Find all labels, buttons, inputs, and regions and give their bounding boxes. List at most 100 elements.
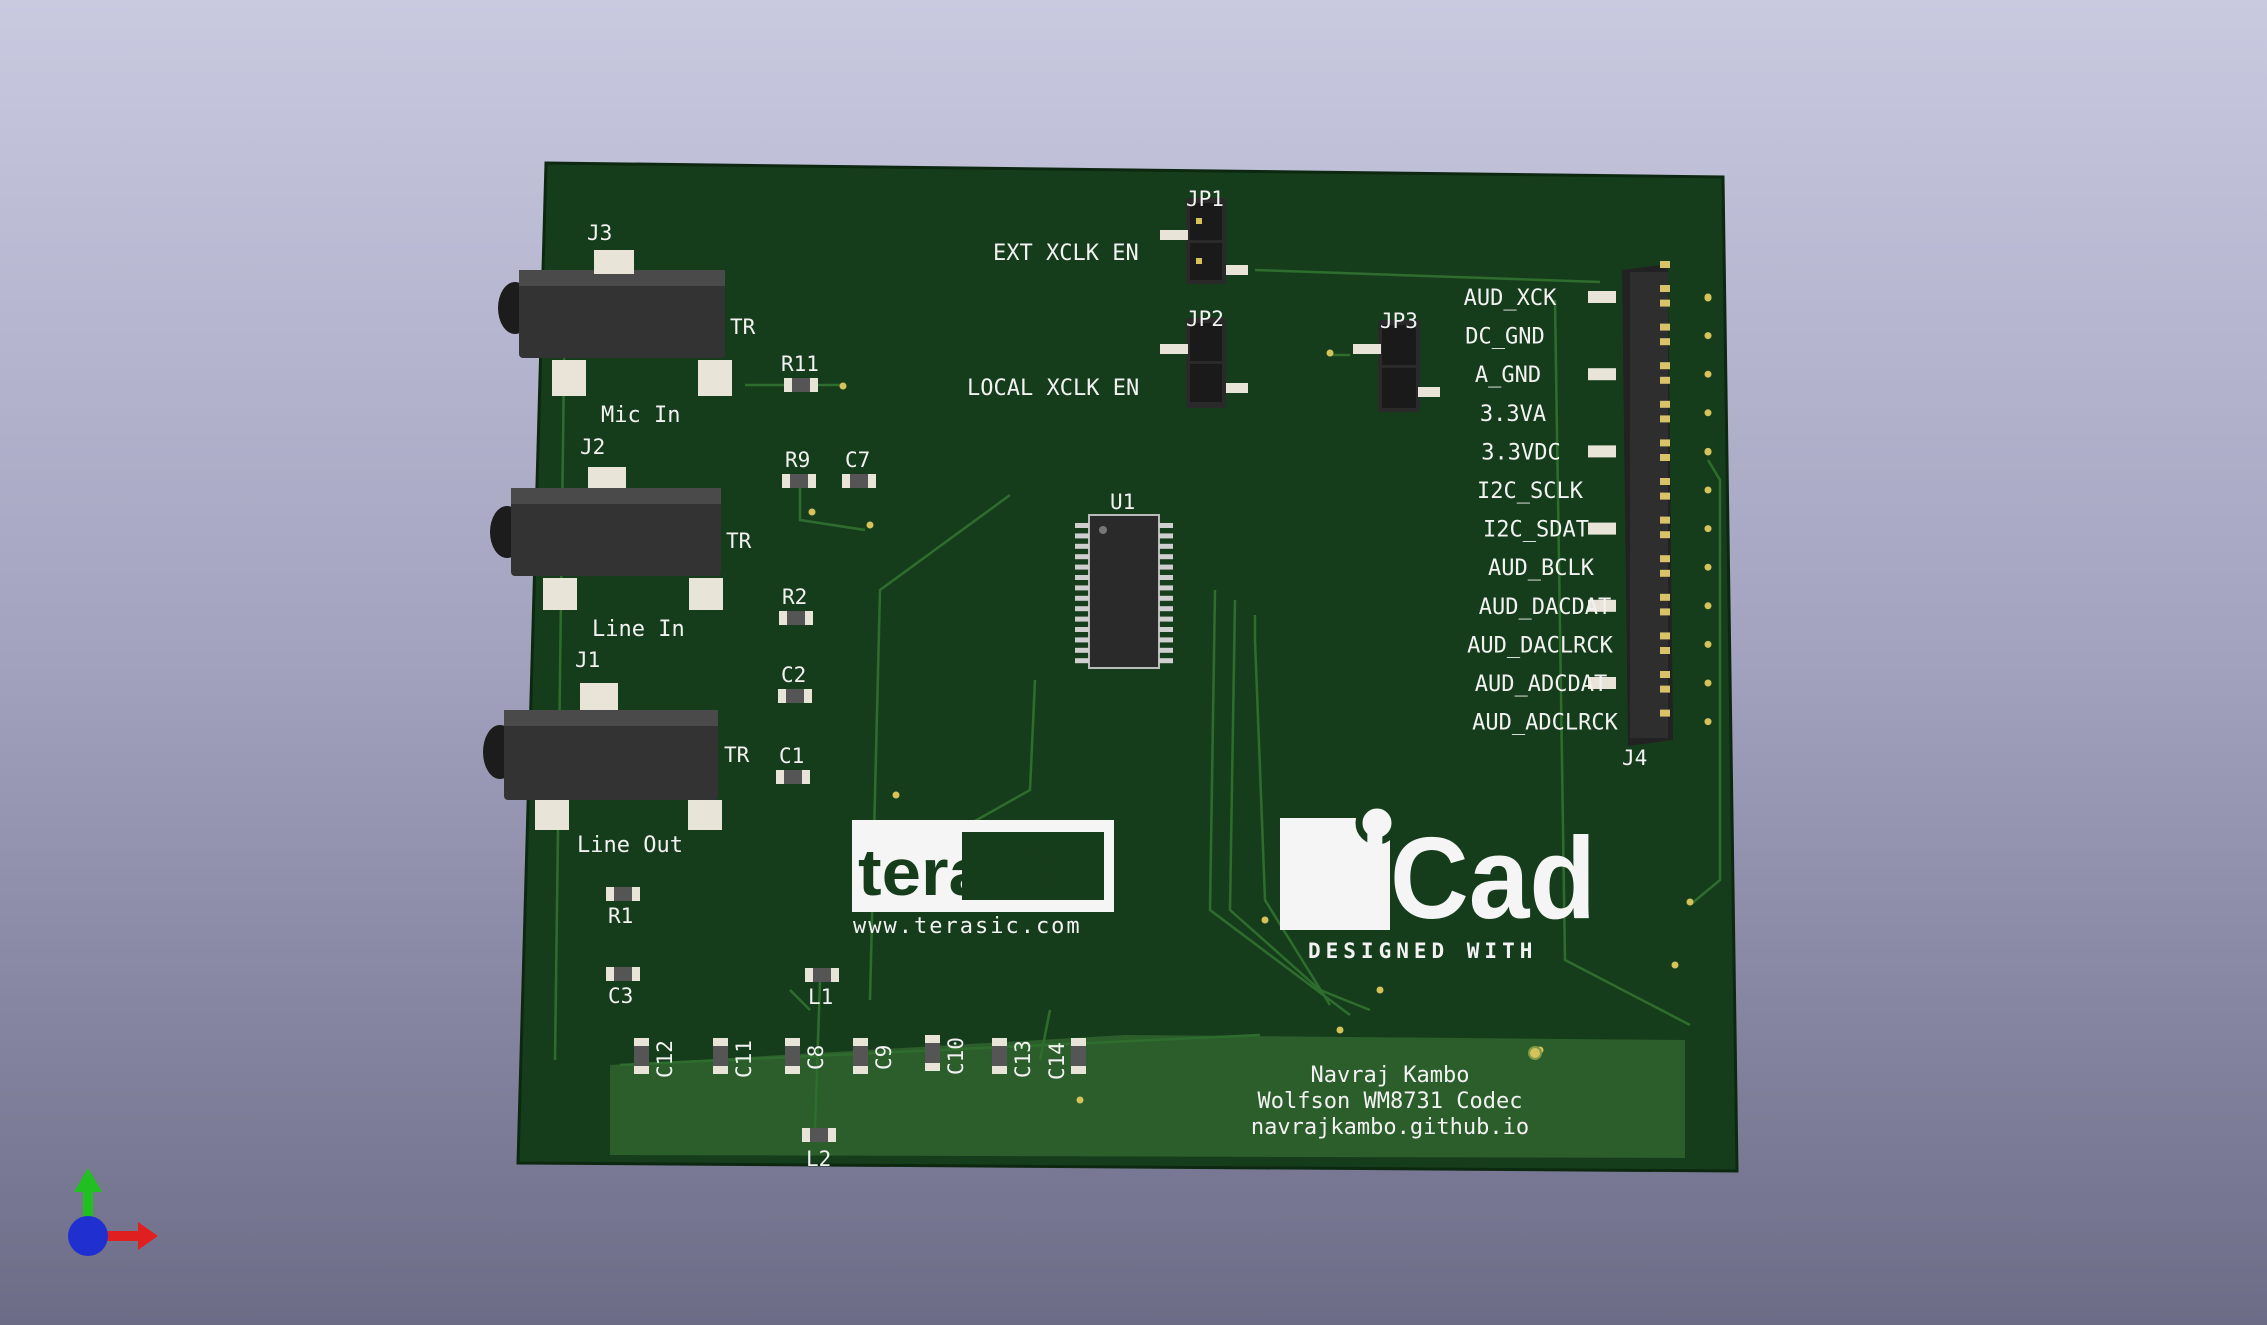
kicad-sub: DESIGNED WITH — [1308, 939, 1537, 963]
ic-pin — [1075, 627, 1089, 632]
ic-u1-pins — [1075, 523, 1173, 664]
header-pin-label: AUD_XCK — [1464, 286, 1557, 311]
smd-r1[interactable]: R1 — [606, 887, 640, 928]
header-via — [1704, 525, 1712, 533]
header-via — [1704, 370, 1712, 378]
axis-z — [68, 1216, 108, 1256]
smd-r2[interactable]: R2 — [779, 585, 813, 625]
jack-j3[interactable]: J3 TR Mic In — [498, 221, 756, 428]
header-via — [1704, 447, 1712, 455]
header-via — [1704, 679, 1712, 687]
jack-j2[interactable]: J2 TR Line In — [490, 435, 752, 642]
kicad-logo: KiCad DESIGNED WITH — [1280, 801, 1596, 963]
jack-j1-label: Line Out — [577, 833, 683, 858]
l1-ref: L1 — [808, 985, 833, 1009]
header-pin — [1660, 338, 1670, 346]
copper-pour — [610, 1035, 1685, 1158]
header-pin — [1660, 531, 1670, 539]
header-via — [1704, 486, 1712, 494]
header-pin — [1660, 323, 1670, 331]
header-via — [1704, 602, 1712, 610]
header-pin-labels: AUD_XCKDC_GNDA_GND3.3VA3.3VDCI2C_SCLKI2C… — [1464, 286, 1619, 736]
header-pin-label: AUD_DACDAT — [1479, 595, 1611, 620]
c3-ref: C3 — [608, 984, 633, 1008]
credits-project: Wolfson WM8731 Codec — [1258, 1089, 1523, 1114]
credits-author: Navraj Kambo — [1311, 1063, 1470, 1088]
header-pad — [1588, 291, 1616, 303]
jack-j1-tr: TR — [724, 743, 750, 767]
jack-j1[interactable]: J1 TR Line Out — [483, 648, 750, 858]
ic-pin — [1159, 543, 1173, 549]
smd-l1[interactable]: L1 — [805, 968, 839, 1009]
smd-c8[interactable]: C8 — [785, 1038, 828, 1074]
smd-c10[interactable]: C10 — [925, 1035, 968, 1075]
ic-pin — [1159, 533, 1173, 539]
c8-ref: C8 — [804, 1045, 828, 1070]
header-pin — [1660, 671, 1670, 678]
ic-pin — [1159, 554, 1173, 560]
ic-pin — [1075, 658, 1089, 664]
header-j4-pins — [1588, 261, 1712, 726]
jumper-jp2[interactable]: JP2 LOCAL XCLK EN — [967, 307, 1248, 408]
jack-j3-ref: J3 — [587, 221, 612, 245]
axis-y-arrow — [74, 1168, 102, 1192]
smd-c14[interactable]: C14 — [1045, 1038, 1086, 1080]
smd-c13[interactable]: C13 — [992, 1038, 1035, 1078]
header-via — [1704, 293, 1712, 301]
smd-r11[interactable]: R11 — [781, 352, 819, 392]
header-j4[interactable]: J4 — [1588, 261, 1712, 770]
smd-l2[interactable]: L2 — [802, 1128, 836, 1171]
c7-ref: C7 — [845, 448, 870, 472]
smd-c3[interactable]: C3 — [606, 967, 640, 1008]
decoupling-caps: C12 C11 C8 C9 C10 C13 C14 — [634, 1035, 1086, 1080]
smd-c2[interactable]: C2 — [778, 663, 812, 703]
jumper-jp1[interactable]: JP1 EXT XCLK EN — [993, 187, 1248, 284]
header-via — [1704, 409, 1712, 417]
ic-pin — [1159, 658, 1173, 664]
jumper-jp3[interactable]: JP3 — [1353, 309, 1440, 412]
smd-r9[interactable]: R9 — [782, 448, 816, 488]
header-pin-label: AUD_DACLRCK — [1467, 633, 1613, 658]
ic-pin — [1075, 543, 1089, 549]
ic-pin — [1159, 616, 1173, 622]
ic-pin — [1075, 533, 1089, 539]
ic-pin — [1159, 606, 1173, 612]
axis-gizmo[interactable] — [68, 1168, 158, 1256]
header-pin — [1660, 685, 1670, 693]
c11-ref: C11 — [732, 1040, 756, 1078]
l2-ref: L2 — [806, 1147, 831, 1171]
kicad-logo-text: KiCad — [1281, 813, 1596, 943]
ic-pin — [1159, 523, 1173, 528]
ic-pin — [1075, 554, 1089, 560]
ic-pin — [1075, 564, 1089, 570]
header-pin — [1660, 376, 1670, 384]
header-pin-label: AUD_ADCDAT — [1475, 672, 1607, 697]
smd-c11[interactable]: C11 — [713, 1038, 756, 1078]
u1-ref: U1 — [1110, 490, 1135, 514]
r1-ref: R1 — [608, 904, 633, 928]
ic-pin — [1075, 575, 1089, 580]
ic-u1[interactable]: U1 — [1075, 490, 1173, 669]
c2-ref: C2 — [781, 663, 806, 687]
smd-c9[interactable]: C9 — [853, 1038, 896, 1074]
header-pin — [1660, 632, 1670, 640]
header-via — [1704, 718, 1712, 726]
terasic-url: www.terasic.com — [853, 914, 1082, 939]
ic-pin — [1159, 564, 1173, 570]
header-pad — [1588, 368, 1616, 381]
smd-c12[interactable]: C12 — [634, 1038, 677, 1078]
header-pin-label: 3.3VDC — [1481, 440, 1560, 465]
header-pad — [1588, 599, 1616, 612]
header-pin-label: AUD_ADCLRCK — [1472, 711, 1618, 736]
jp2-ref: JP2 — [1186, 307, 1224, 331]
smd-c1[interactable]: C1 — [776, 744, 810, 784]
terasic-logo: terasIC www.terasic.com — [852, 820, 1114, 939]
header-pin — [1660, 608, 1670, 616]
terasic-logo-text: terasIC — [858, 835, 1098, 909]
header-pin — [1660, 555, 1670, 563]
smd-c7[interactable]: C7 — [842, 448, 876, 488]
ic-pin — [1159, 595, 1173, 601]
header-pin-label: 3.3VA — [1480, 402, 1546, 427]
jack-j3-tr: TR — [730, 315, 756, 339]
